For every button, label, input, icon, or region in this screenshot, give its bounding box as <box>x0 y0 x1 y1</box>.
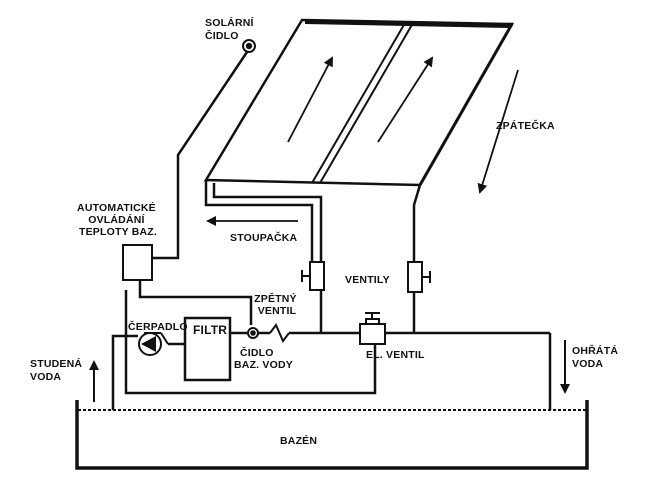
controller-box <box>122 244 153 281</box>
filter-label: FILTR <box>193 323 227 337</box>
collector-flow-arrows <box>287 56 434 143</box>
riser-valves <box>301 261 431 293</box>
pump-symbol <box>138 332 169 356</box>
check-valve-symbol <box>269 323 290 343</box>
cold-water-label: STUDENÁ VODA <box>30 357 85 383</box>
return-flow-arrow <box>477 69 519 194</box>
supply-line-label: STOUPAČKA <box>230 231 298 244</box>
filter-box <box>183 316 232 382</box>
pipes <box>111 51 552 410</box>
valves-label: VENTILY <box>345 274 390 286</box>
electric-valve <box>359 312 386 345</box>
pool-basin <box>75 400 589 470</box>
controller-label: AUTOMATICKÉ OVLÁDÁNÍ TEPLOTY BAZ. <box>77 201 159 238</box>
el-valve-label: EL. VENTIL <box>366 349 425 361</box>
solar-sensor-label: SOLÁRNÍ ČIDLO <box>205 16 257 42</box>
check-valve-label: ZPĚTNÝ VENTIL <box>254 292 300 317</box>
pool-label: BAZÉN <box>280 434 317 447</box>
pool-sensor-label: ČIDLO BAZ. VODY <box>234 346 293 371</box>
pump-label: ČERPADLO <box>128 320 188 333</box>
pool-water-sensor <box>247 327 259 339</box>
heated-water-label: OHŘÁTÁ VODA <box>572 344 621 370</box>
solar-sensor-icon <box>242 39 256 53</box>
return-line-label: ZPÁTEČKA <box>496 119 555 132</box>
